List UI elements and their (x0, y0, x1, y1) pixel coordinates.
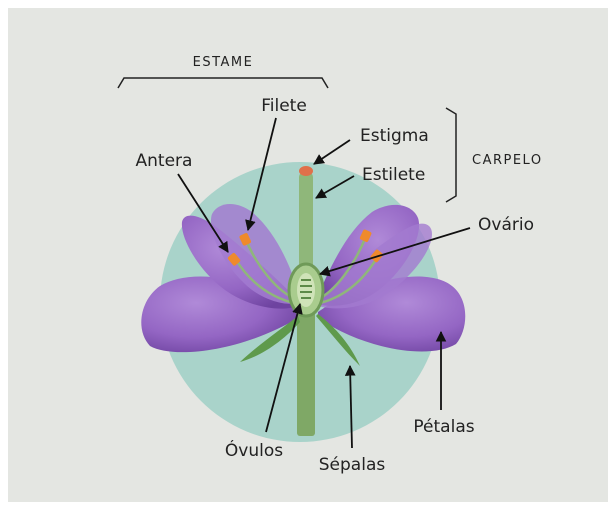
label-petalas: Pétalas (413, 417, 474, 437)
carpelo-bracket (446, 108, 456, 202)
label-antera: Antera (136, 151, 193, 171)
label-ovario: Ovário (478, 215, 534, 235)
label-carpelo: CARPELO (472, 153, 543, 168)
label-ovulos: Óvulos (225, 439, 283, 461)
estame-bracket (118, 78, 328, 88)
label-estilete: Estilete (362, 165, 425, 185)
label-estame: ESTAME (193, 55, 254, 70)
stigma (299, 166, 313, 176)
label-estigma: Estigma (360, 126, 429, 146)
label-sepalas: Sépalas (319, 455, 386, 475)
label-filete: Filete (261, 96, 307, 116)
